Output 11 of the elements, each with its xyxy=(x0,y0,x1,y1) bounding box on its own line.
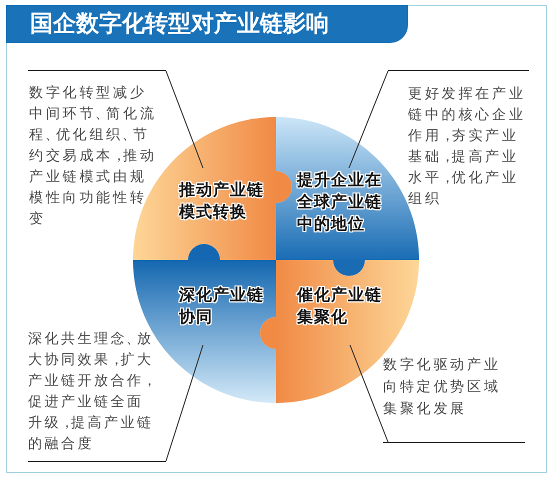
leader-line xyxy=(166,70,204,168)
leader-line xyxy=(350,344,388,442)
piece-label: 提升企业在全球产业链中的地位 xyxy=(297,169,383,235)
callout-text: 深化共生理念、放大协同效果，扩大产业链开放合作，促进产业链全面升级，提高产业链的融合度 xyxy=(28,329,166,462)
title-banner: 国企数字化转型对产业链影响 xyxy=(6,5,408,43)
leader-line xyxy=(166,344,204,462)
piece-label: 深化产业链协同 xyxy=(179,284,265,328)
piece-label: 催化产业链集聚化 xyxy=(297,284,383,328)
callout-text: 数字化驱动产业向特定优势区域集聚化发展 xyxy=(383,354,525,443)
piece-label: 推动产业链模式转换 xyxy=(179,179,265,223)
leader-line xyxy=(348,70,388,168)
